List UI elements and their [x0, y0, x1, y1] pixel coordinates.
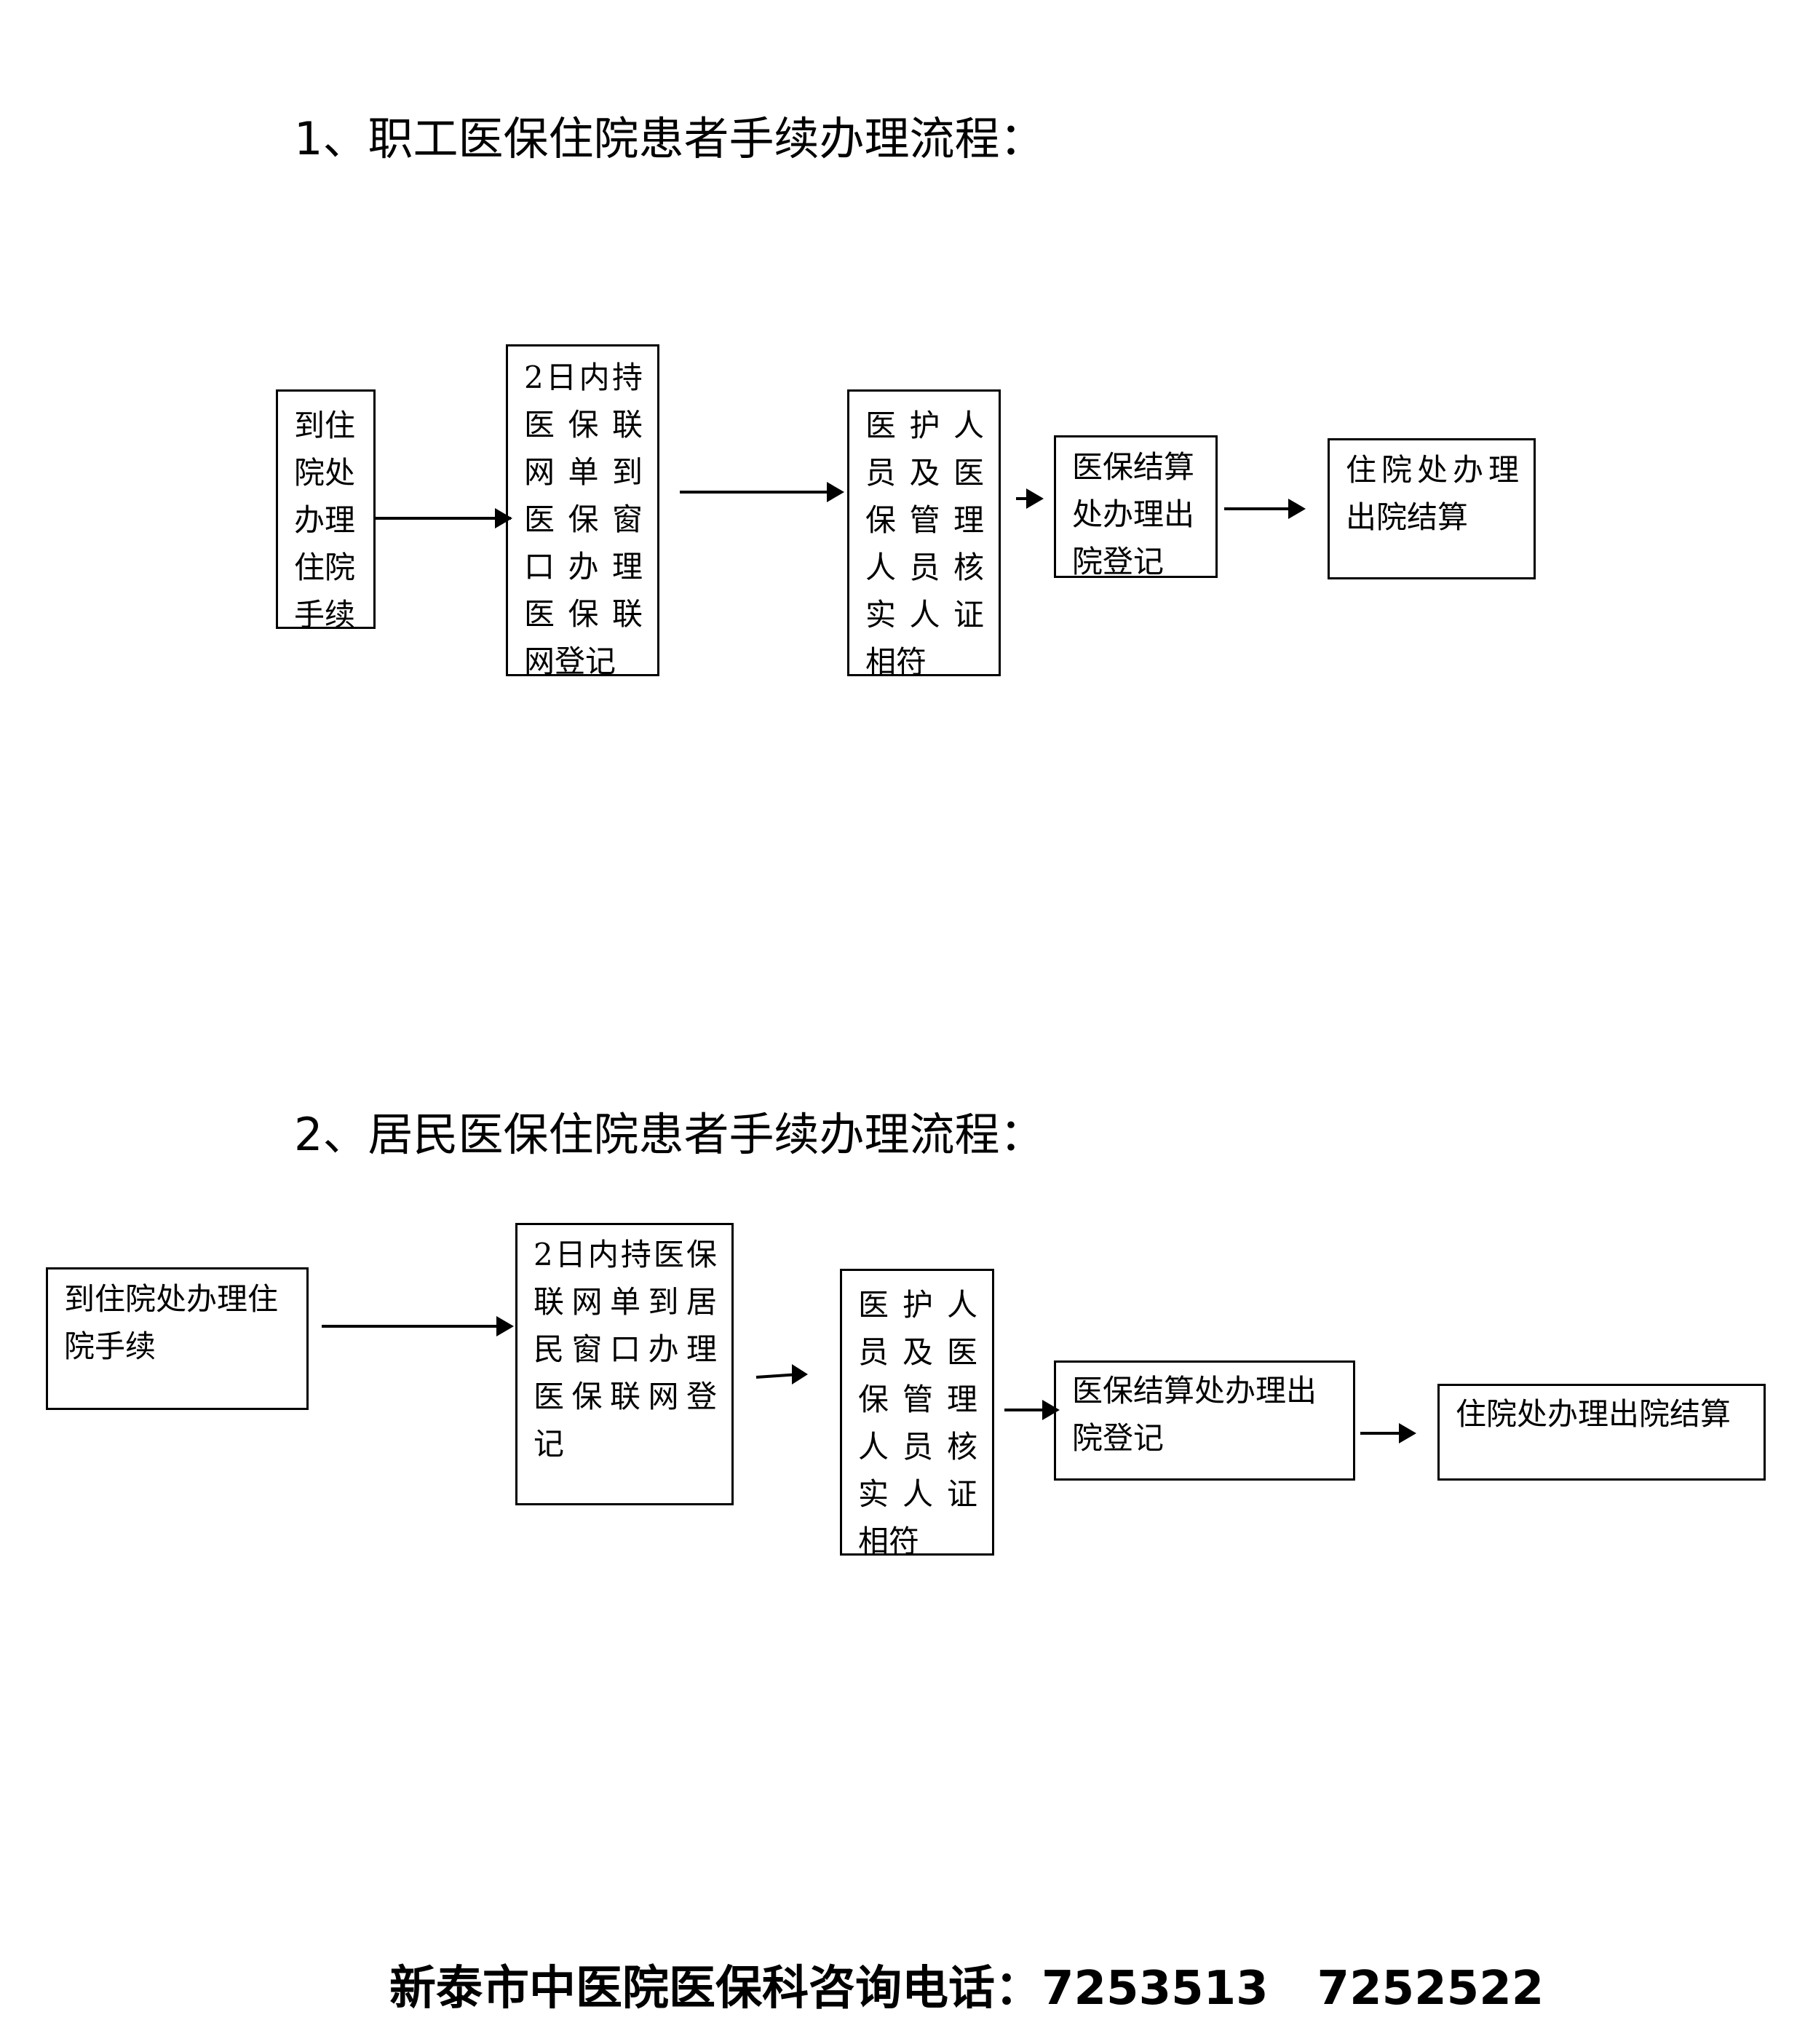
step-text-line: 实人证	[858, 1476, 977, 1512]
flow2-title: 2、居民医保住院患者手续办理流程：	[294, 1108, 1045, 1161]
step-text-line: 医保窗	[524, 502, 643, 537]
flow1-step-5: 住院处办理出院结算	[1328, 438, 1536, 579]
arrow-icon	[1288, 499, 1306, 519]
step-text-line: 院手续	[64, 1328, 156, 1364]
flow1-title: 1、职工医保住院患者手续办理流程：	[294, 112, 1045, 165]
flow1-step-3: 医护人员及医保管理人员核实人证相符	[847, 389, 1001, 680]
step-text-line: 医保结算处办理出	[1072, 1373, 1317, 1409]
flow1-step-1: 到住院处办理住院手续	[276, 389, 376, 633]
step-text-line: 记	[533, 1426, 565, 1462]
step-text-line: 到住	[294, 408, 356, 443]
step-text-line: 民窗口办理	[533, 1331, 717, 1367]
step-text-line: 手续	[294, 597, 356, 633]
arrow-icon	[1399, 1423, 1416, 1443]
step-text-line: 医护人	[858, 1287, 977, 1323]
step-text-line: 实人证	[865, 597, 984, 633]
step-text-line: 网登记	[524, 643, 616, 679]
step-text-line: 医保联网登	[533, 1379, 717, 1414]
contact-footer: 新泰市中医院医保科咨询电话：7253513 7252522	[389, 1962, 1544, 2016]
step-text-line: 联网单到居	[533, 1284, 717, 1320]
flow2-step-3: 医护人员及医保管理人员核实人证相符	[840, 1269, 994, 1559]
step-text-line: 医保联	[524, 596, 643, 632]
step-text-line: 住院	[294, 550, 356, 585]
step-text-line: 相符	[858, 1524, 920, 1559]
flow2-step-5: 住院处办理出院结算	[1437, 1384, 1766, 1481]
arrow-icon	[827, 482, 844, 502]
step-text-line: 住院处办理	[1346, 452, 1519, 488]
flow2-step-4: 医保结算处办理出院登记	[1054, 1360, 1355, 1481]
step-text-line: 员及医	[865, 455, 984, 491]
arrow-icon	[495, 508, 512, 528]
flow2-step-2: 2日内持医保联网单到居民窗口办理医保联网登记	[515, 1223, 734, 1505]
step-text-line: 住院处办理出院结算	[1456, 1396, 1731, 1432]
step-text-line: 医保结算	[1072, 449, 1195, 485]
step-text-line: 2日内持	[524, 360, 643, 395]
step-text-line: 相符	[865, 644, 927, 680]
step-text-line: 出院结算	[1346, 499, 1469, 535]
flow2-step-1: 到住院处办理住院手续	[46, 1267, 309, 1410]
arrow-icon	[1042, 1400, 1060, 1420]
step-text-line: 网单到	[524, 454, 643, 490]
arrow-icon	[1026, 488, 1044, 509]
flow1-step-2: 2日内持医保联网单到医保窗口办理医保联网登记	[506, 344, 659, 679]
step-text-line: 处办理出	[1072, 496, 1195, 532]
step-text-line: 医护人	[865, 408, 984, 443]
step-text-line: 医保联	[524, 407, 643, 443]
step-text-line: 保管理	[865, 502, 984, 538]
arrow-icon	[792, 1364, 808, 1385]
step-text-line: 院登记	[1072, 544, 1165, 579]
step-text-line: 办理	[294, 502, 356, 538]
step-text-line: 人员核	[858, 1429, 977, 1465]
step-text-line: 院登记	[1072, 1420, 1165, 1456]
step-text-line: 2日内持医保	[533, 1237, 717, 1272]
step-text-line: 口办理	[524, 549, 643, 585]
step-text-line: 院处	[294, 455, 356, 491]
step-text-line: 到住院处办理住	[64, 1281, 279, 1317]
flow1-step-4: 医保结算处办理出院登记	[1054, 435, 1218, 579]
arrow-icon	[496, 1316, 514, 1336]
step-text-line: 保管理	[858, 1382, 977, 1417]
step-text-line: 人员核	[865, 550, 984, 585]
step-text-line: 员及医	[858, 1334, 977, 1370]
